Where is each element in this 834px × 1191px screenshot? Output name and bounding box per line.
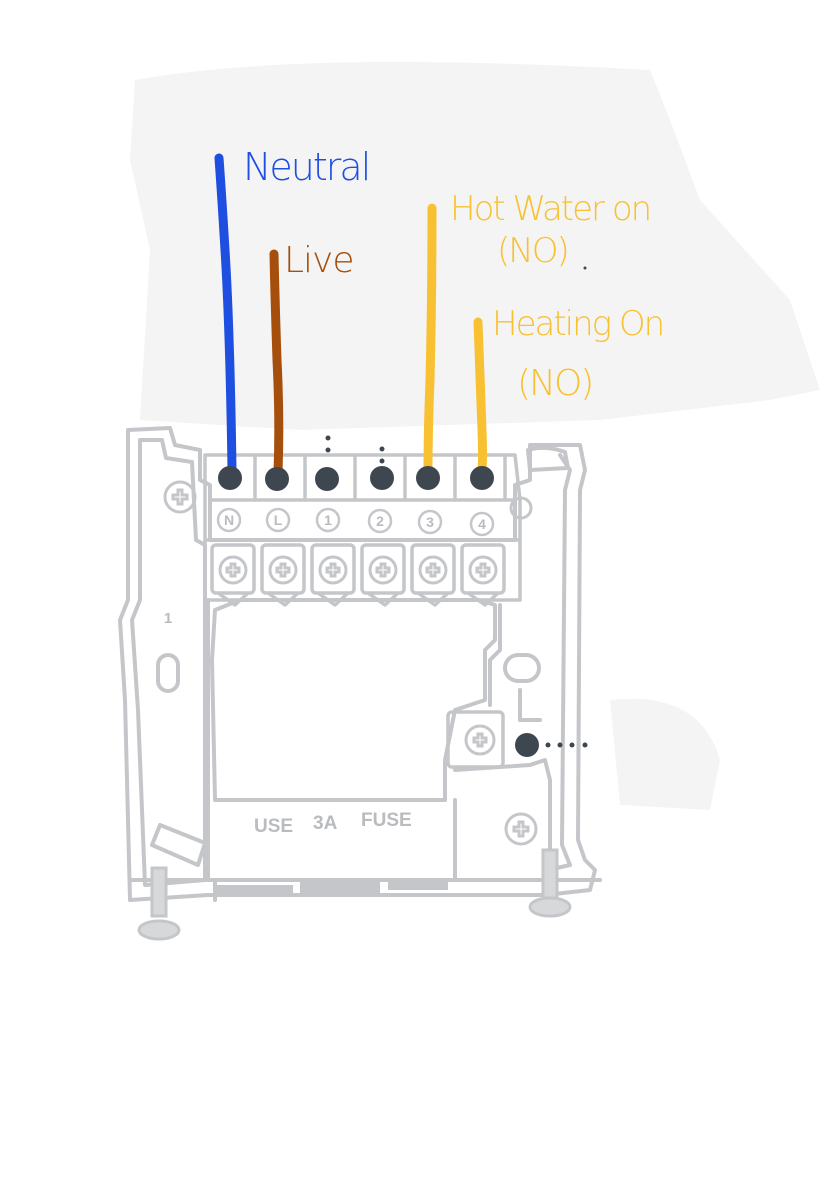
side-mark: 1 [164, 610, 172, 627]
terminal-dot-icon [315, 467, 339, 491]
terminal-label-l: L [274, 512, 283, 528]
terminal-dots [218, 266, 588, 757]
fuse-text-3a: 3A [313, 813, 338, 834]
background-smudge [130, 62, 820, 810]
terminal-label-1: 1 [324, 512, 332, 528]
screw-icon [218, 555, 248, 585]
terminal-label-3: 3 [426, 514, 434, 530]
screw-icon [418, 555, 448, 585]
screw-icon [368, 555, 398, 585]
hot-water-label-line2: (NO) [497, 231, 568, 271]
neutral-wire [214, 153, 237, 475]
terminal-block [203, 453, 522, 769]
live-wire [269, 249, 284, 477]
neutral-label: Neutral [243, 145, 369, 189]
live-label: Live [284, 240, 354, 281]
terminal-labels [216, 507, 495, 537]
terminal-dot-icon [416, 466, 440, 490]
heating-label-line2: (NO) [517, 363, 592, 404]
screw-icon [468, 555, 498, 585]
heating-wire [473, 317, 487, 477]
fuse-text-use: USE [254, 816, 293, 837]
screw-icon [504, 812, 538, 846]
terminal-label-2: 2 [376, 513, 384, 529]
terminal-dot-icon [470, 466, 494, 490]
terminal-label-n: N [224, 512, 234, 528]
heating-label-line1: Heating On [492, 304, 663, 344]
terminal-dot-icon [515, 733, 539, 757]
screws [163, 480, 538, 846]
terminal-dot-icon [265, 467, 289, 491]
screw-icon [268, 555, 298, 585]
bottom-strips [213, 878, 448, 897]
fuse-text-fuse: FUSE [361, 810, 412, 831]
wires [214, 153, 487, 477]
terminal-label-4: 4 [478, 516, 486, 532]
terminal-dot-icon [370, 466, 394, 490]
hot-water-wire [423, 203, 437, 477]
hot-water-label-line1: Hot Water on [450, 189, 650, 229]
screw-icon [464, 724, 496, 756]
screw-icon [163, 480, 197, 514]
mounting-feet [137, 848, 572, 941]
back-plate [118, 426, 602, 902]
terminal-dot-icon [218, 466, 242, 490]
screw-icon [318, 555, 348, 585]
